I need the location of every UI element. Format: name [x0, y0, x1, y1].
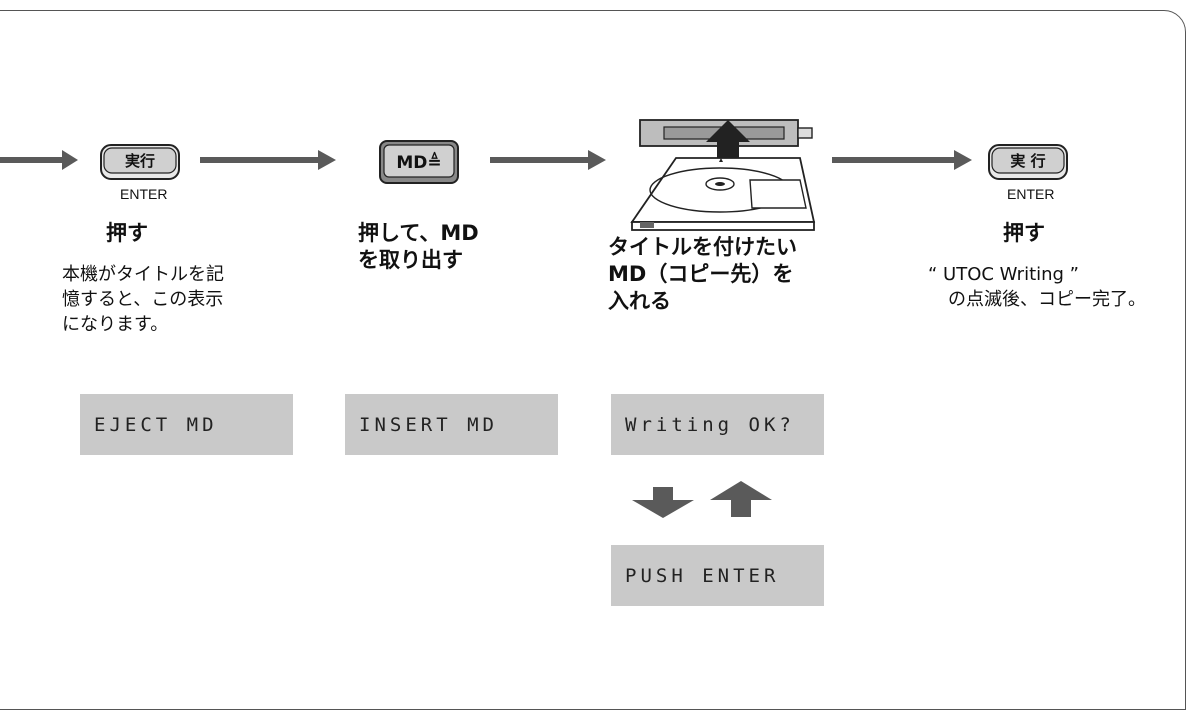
step3-title-line: タイトルを付けたい	[608, 235, 797, 259]
display-insert-md: INSERT MD	[345, 394, 558, 455]
enter-button-2-sublabel: ENTER	[1007, 186, 1055, 202]
step3-title-line: 入れる	[608, 289, 671, 313]
step4-title: 押す	[1003, 221, 1045, 245]
enter-button-1-kanji: 実行	[125, 152, 155, 170]
step2-title-line: 押して、MD	[358, 221, 479, 245]
step3-title-line: MD（コピー先）を	[608, 262, 794, 286]
md-eject-button	[379, 140, 459, 184]
down-arrow	[632, 487, 694, 518]
flow-arrow-1	[0, 150, 78, 170]
procedure-diagram: 実行 MD≜ 実 行	[0, 119, 1068, 518]
step1-description-line: になります。	[62, 314, 169, 335]
enter-button-1	[100, 144, 180, 180]
step4-description-line: の点滅後、コピー完了。	[948, 289, 1146, 310]
step1-description: 本機がタイトルを記 憶すると、この表示 になります。	[62, 262, 224, 337]
enter-button-2	[988, 144, 1068, 180]
display-push-enter: PUSH ENTER	[611, 545, 824, 606]
md-disc-illustration	[630, 119, 816, 231]
enter-button-2-kanji: 実 行	[1010, 152, 1045, 170]
display-writing-ok: Writing OK?	[611, 394, 824, 455]
step1-description-line: 本機がタイトルを記	[62, 264, 224, 285]
step1-description-line: 憶すると、この表示	[62, 289, 224, 310]
display-eject-md: EJECT MD	[80, 394, 293, 455]
step4-description-line: “ UTOC Writing ”	[928, 264, 1080, 285]
step2-title: 押して、MD を取り出す	[358, 220, 479, 274]
flow-arrow-2	[200, 150, 336, 170]
step2-title-line: を取り出す	[358, 248, 463, 272]
md-eject-button-label: MD≜	[396, 151, 441, 173]
flow-arrow-4	[832, 150, 972, 170]
up-arrow	[710, 481, 772, 517]
step1-title: 押す	[106, 221, 148, 245]
flow-arrow-3	[490, 150, 606, 170]
step4-description: “ UTOC Writing ” の点滅後、コピー完了。	[928, 262, 1146, 312]
step3-title: タイトルを付けたい MD（コピー先）を 入れる	[608, 234, 797, 315]
enter-button-1-sublabel: ENTER	[120, 186, 168, 202]
